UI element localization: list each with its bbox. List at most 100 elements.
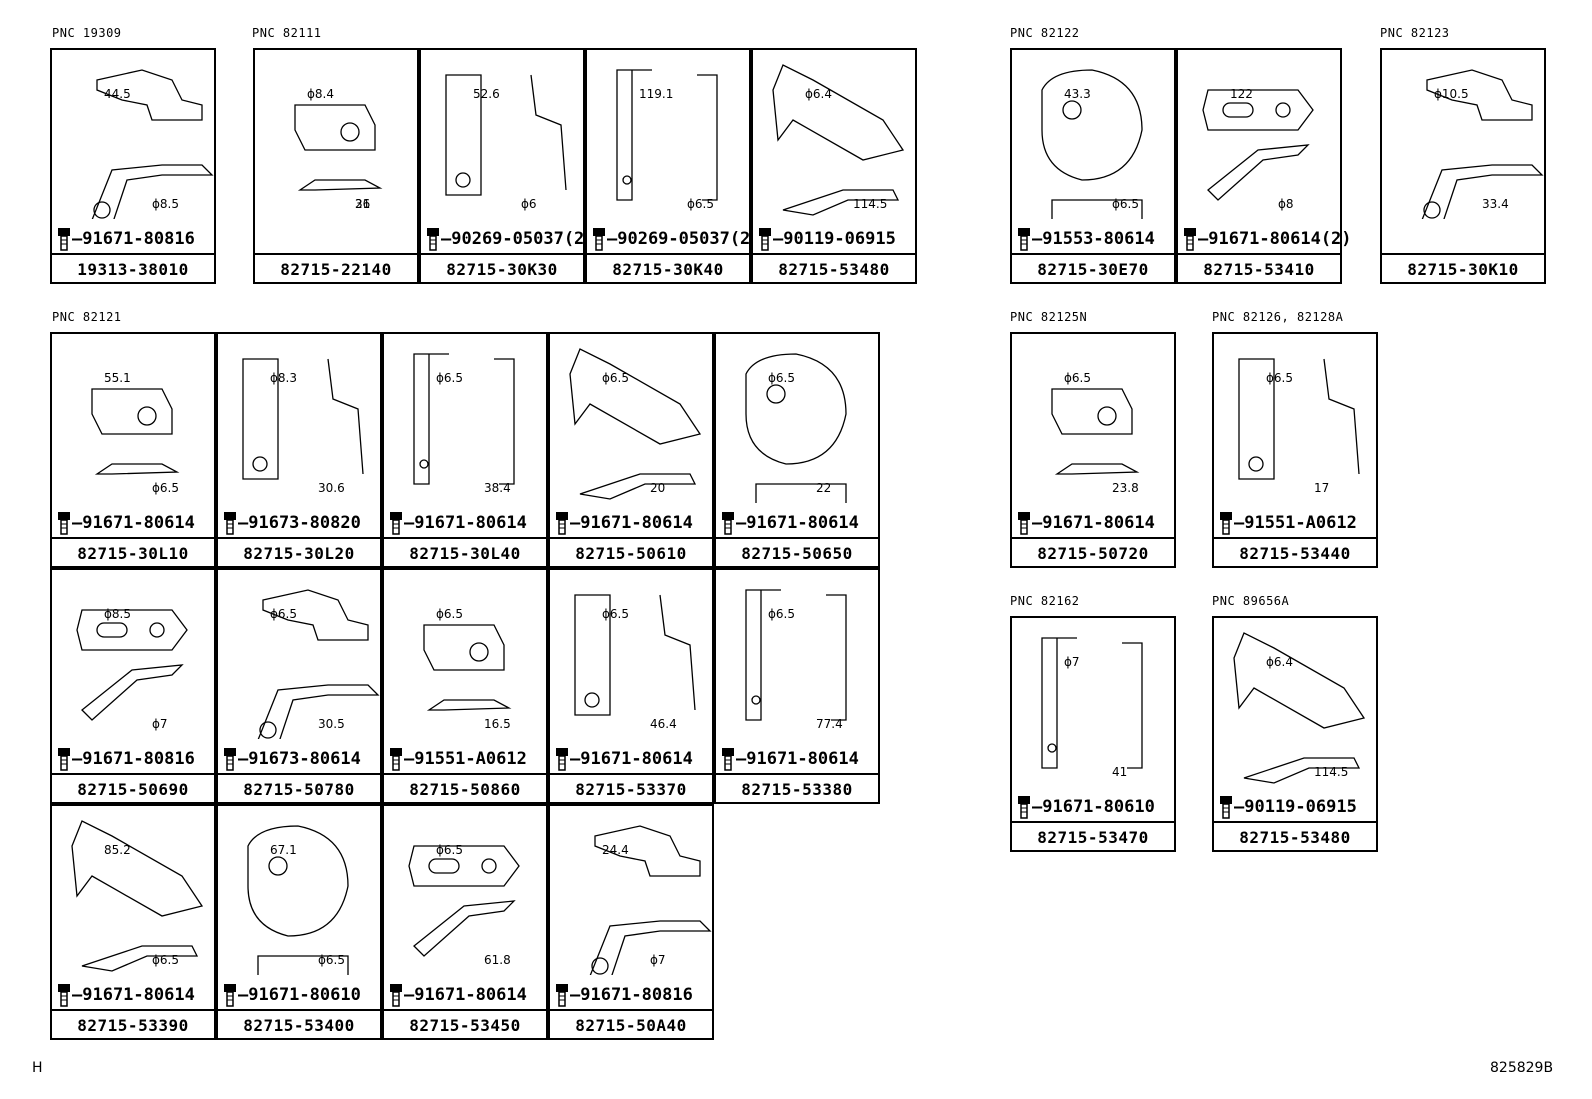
- dimension-label: 119.1: [639, 87, 673, 101]
- cell-divider: [218, 773, 380, 775]
- dimension-label: 30.5: [318, 717, 345, 731]
- part-number[interactable]: 82715-53380: [741, 780, 853, 799]
- bolt-icon: [556, 984, 568, 1007]
- bolt-icon: [224, 512, 236, 535]
- dimension-label: ϕ8.5: [152, 197, 179, 211]
- cell-divider: [550, 1009, 712, 1011]
- part-number[interactable]: 82715-30K30: [446, 260, 558, 279]
- part-number[interactable]: 82715-50610: [575, 544, 687, 563]
- bracket-drawing: ϕ6.577.4: [745, 589, 847, 731]
- dimension-label: ϕ6.5: [687, 197, 714, 211]
- part-number[interactable]: 82715-30E70: [1037, 260, 1149, 279]
- part-number[interactable]: 82715-30L10: [77, 544, 189, 563]
- dimension-label: ϕ8.4: [307, 87, 334, 101]
- part-number[interactable]: 19313-38010: [77, 260, 189, 279]
- dimension-label: ϕ6.5: [436, 843, 463, 857]
- part-number[interactable]: 82715-50780: [243, 780, 355, 799]
- part-number[interactable]: 82715-30K10: [1407, 260, 1519, 279]
- bolt-callout: —91671-80614: [1016, 511, 1155, 535]
- part-number[interactable]: 82715-50860: [409, 780, 521, 799]
- bolt-icon: [722, 512, 734, 535]
- bolt-callout: —91551-A0612: [388, 747, 527, 771]
- bolt-icon: [593, 228, 605, 251]
- bolt-icon: [390, 984, 402, 1007]
- pnc-label: PNC 82111: [252, 26, 322, 40]
- cell-divider: [218, 537, 380, 539]
- bracket-drawing: 55.1ϕ6.5: [91, 371, 180, 495]
- part-number[interactable]: 82715-53480: [1239, 828, 1351, 847]
- footer-diagram-code: 825829B: [1490, 1060, 1554, 1076]
- bolt-part-number: —91671-80610: [238, 985, 361, 1005]
- bolt-callout: —91671-80816: [554, 983, 693, 1007]
- bracket-drawing: 52.6ϕ6: [445, 74, 567, 211]
- bolt-part-number: —91671-80614: [1032, 513, 1155, 533]
- part-number[interactable]: 82715-50650: [741, 544, 853, 563]
- bolt-callout: —91671-80610: [1016, 795, 1155, 819]
- dimension-label: ϕ7: [152, 717, 168, 731]
- bracket-drawing: 24.4ϕ7: [589, 825, 712, 975]
- bolt-callout: —91671-80816: [56, 227, 195, 251]
- pnc-label: PNC 82123: [1380, 26, 1450, 40]
- dimension-label: 24.4: [602, 843, 629, 857]
- bolt-callout: —91671-80614: [56, 983, 195, 1007]
- part-number[interactable]: 82715-30K40: [612, 260, 724, 279]
- bracket-drawing: ϕ6.530.5: [257, 589, 380, 739]
- part-number[interactable]: 82715-30L20: [243, 544, 355, 563]
- bolt-part-number: —91673-80614: [238, 749, 361, 769]
- part-number[interactable]: 82715-53390: [77, 1016, 189, 1035]
- dimension-label: ϕ6.5: [1112, 197, 1139, 211]
- bolt-icon: [1018, 228, 1030, 251]
- part-number[interactable]: 82715-53370: [575, 780, 687, 799]
- part-number[interactable]: 82715-50A40: [575, 1016, 687, 1035]
- dimension-label: 16.5: [484, 717, 511, 731]
- part-number[interactable]: 82715-50720: [1037, 544, 1149, 563]
- dimension-label: ϕ6.5: [1064, 371, 1091, 385]
- part-number[interactable]: 82715-53410: [1203, 260, 1315, 279]
- dimension-label: 114.5: [853, 197, 887, 211]
- part-number[interactable]: 82715-30L40: [409, 544, 521, 563]
- part-number[interactable]: 82715-53450: [409, 1016, 521, 1035]
- bolt-part-number: —91671-80816: [72, 229, 195, 249]
- dimension-label: ϕ6.5: [768, 607, 795, 621]
- cell-divider: [1012, 821, 1174, 823]
- bolt-part-number: —90119-06915: [773, 229, 896, 249]
- part-number[interactable]: 82715-53470: [1037, 828, 1149, 847]
- part-number[interactable]: 82715-53440: [1239, 544, 1351, 563]
- dimension-label: ϕ6.4: [805, 87, 832, 101]
- part-number[interactable]: 82715-22140: [280, 260, 392, 279]
- dimension-label: ϕ8.5: [104, 607, 131, 621]
- part-number[interactable]: 82715-53480: [778, 260, 890, 279]
- part-number[interactable]: 82715-50690: [77, 780, 189, 799]
- dimension-label: ϕ6.4: [1266, 655, 1293, 669]
- bolt-part-number: —91671-80614: [736, 749, 859, 769]
- part-number[interactable]: 82715-53400: [243, 1016, 355, 1035]
- cell-divider: [218, 1009, 380, 1011]
- part-cell[interactable]: ϕ6.4 114.5 —90119-06915 82715-53480: [751, 48, 917, 284]
